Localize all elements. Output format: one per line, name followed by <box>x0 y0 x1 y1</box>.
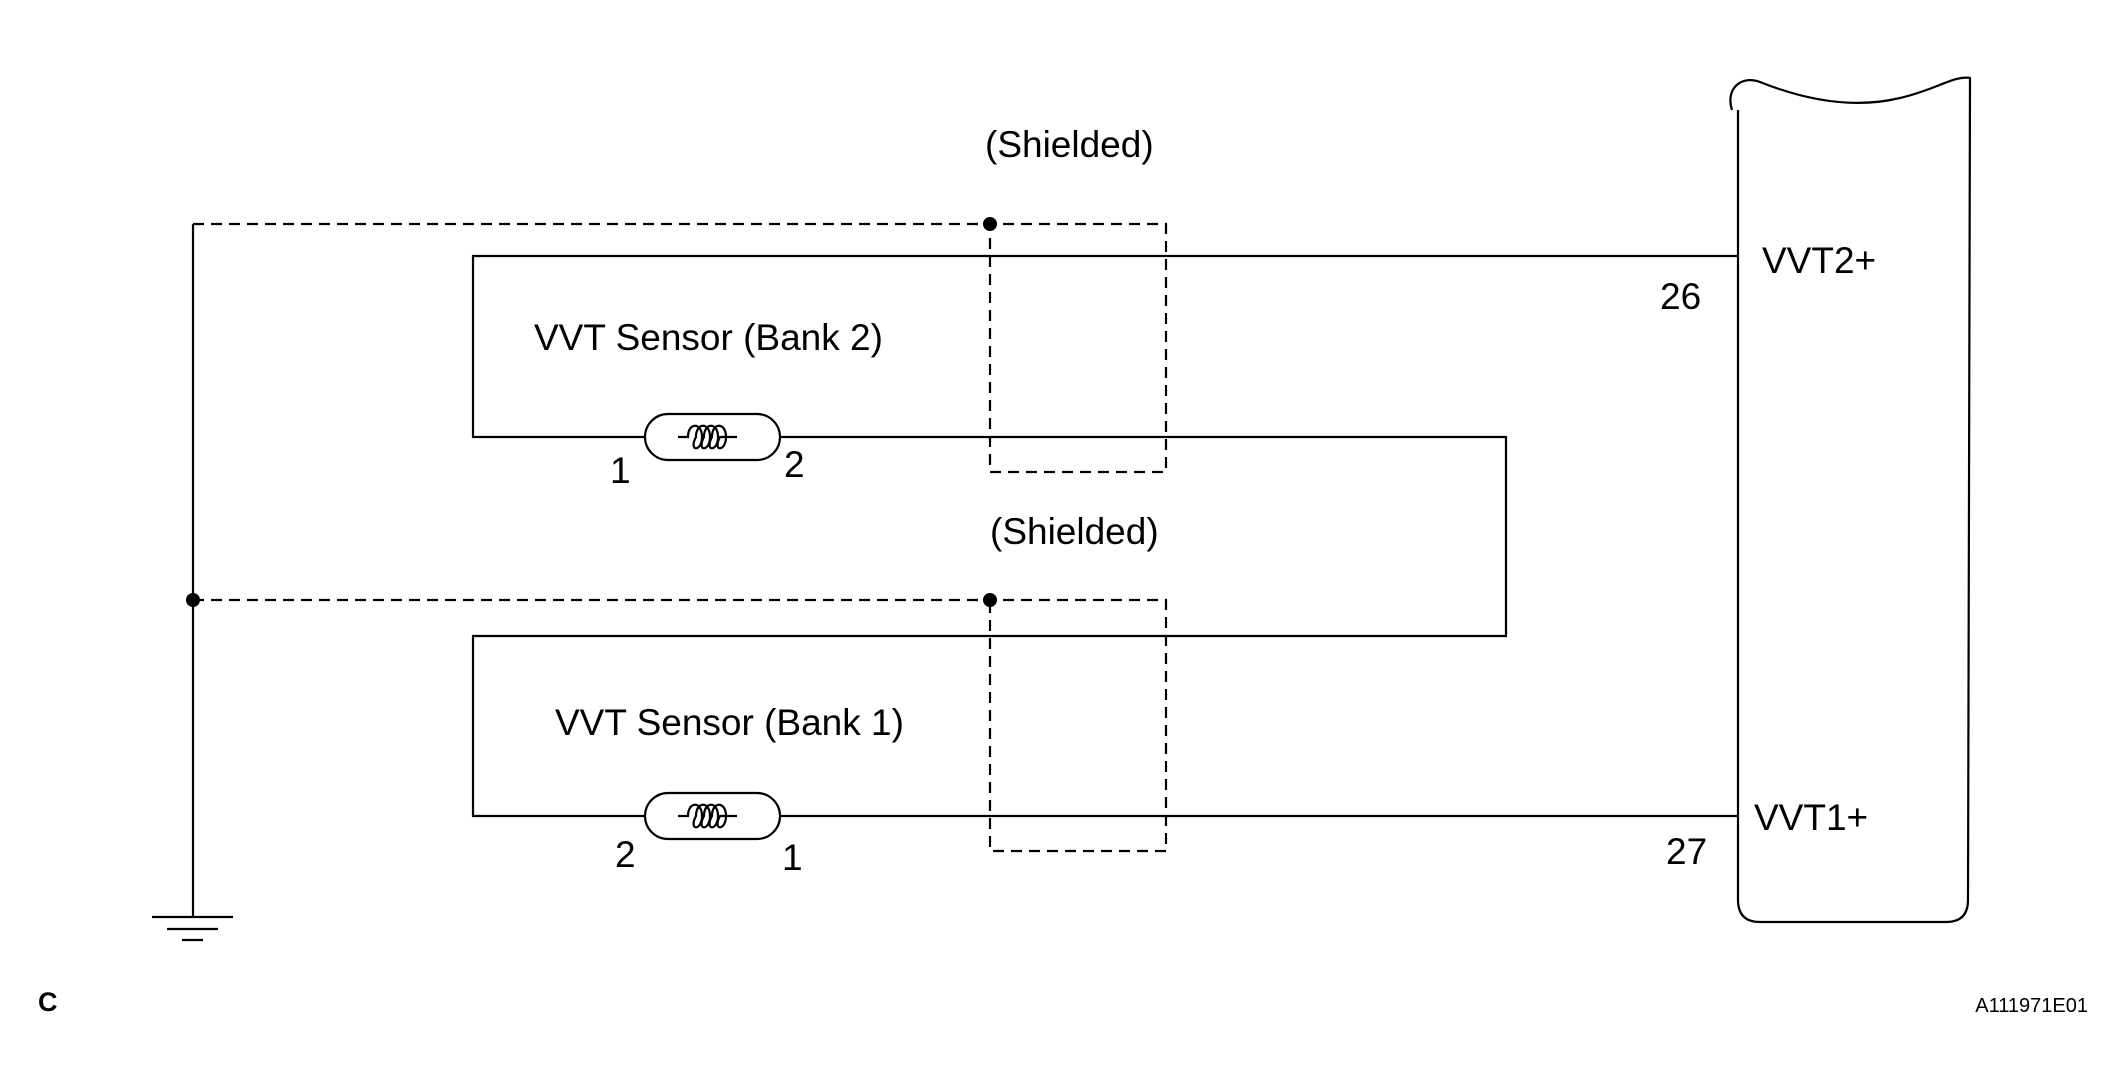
shield-bank-2 <box>193 222 1168 474</box>
shield-label-bottom: (Shielded) <box>990 511 1159 552</box>
ecm-signal-label: VVT1+ <box>1754 797 1868 838</box>
ecm-pin-label: 27 <box>1666 831 1707 872</box>
shield-label-top: (Shielded) <box>985 124 1154 165</box>
wire-vvt2-signal <box>471 254 1738 439</box>
figure-id: A111971E01 <box>1975 995 2088 1017</box>
junction-dot <box>983 217 997 231</box>
pin-label: 1 <box>782 837 803 878</box>
wire-bank2-return <box>471 435 1508 818</box>
ecm-pin-label: 26 <box>1660 276 1701 317</box>
ecm-signal-label: VVT2+ <box>1762 240 1876 281</box>
pin-label: 1 <box>610 450 631 491</box>
pin-label: 2 <box>615 834 636 875</box>
coil-icon <box>643 791 782 841</box>
junction-dot <box>186 593 200 607</box>
coil-icon <box>643 412 782 462</box>
sensor-label-bank-1: VVT Sensor (Bank 1) <box>555 702 904 743</box>
ecm-connector-body <box>1729 76 1972 924</box>
junction-dot <box>983 593 997 607</box>
pin-label: 2 <box>784 444 805 485</box>
shield-bank-1 <box>193 598 1168 853</box>
sensor-label-bank-2: VVT Sensor (Bank 2) <box>534 317 883 358</box>
corner-label: C <box>38 987 58 1017</box>
ground-icon <box>152 915 233 942</box>
